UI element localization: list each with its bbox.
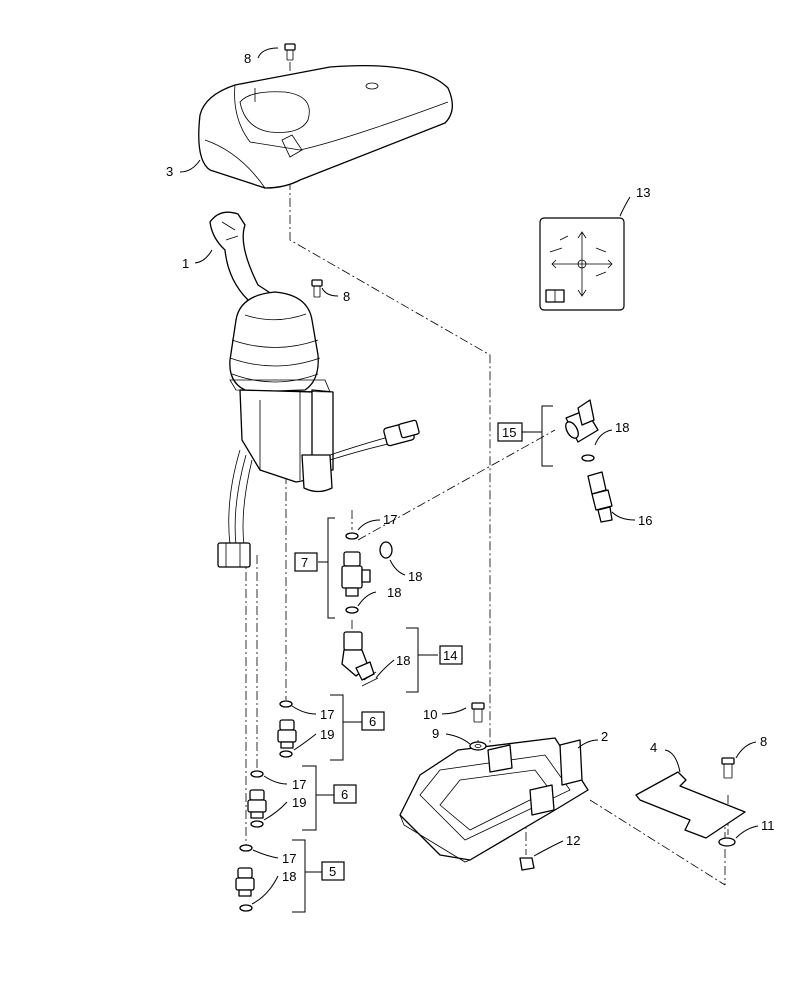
- group-bracket-14: [406, 627, 463, 693]
- callout-6-upper: 6: [369, 714, 376, 729]
- callout-18-fitting: 18: [615, 420, 629, 435]
- callout-7: 7: [301, 555, 308, 570]
- part-valve-upper: [277, 719, 297, 749]
- group-bracket-6-lower: [302, 765, 357, 831]
- callout-3: 3: [166, 164, 173, 179]
- callout-14: 14: [443, 648, 457, 663]
- leader-lines: [179, 47, 759, 905]
- part-valve-middle: [247, 789, 267, 819]
- callout-18-elbow: 18: [396, 653, 410, 668]
- callout-10: 10: [423, 707, 437, 722]
- group-bracket-7: [294, 517, 335, 619]
- callout-8-right: 8: [760, 734, 767, 749]
- part-mounting-bracket: [399, 737, 589, 863]
- part-decal: [539, 217, 625, 311]
- part-cover: [198, 64, 453, 189]
- callout-18-tee-bottom: 18: [387, 585, 401, 600]
- callout-17-valve-lower: 17: [282, 851, 296, 866]
- part-adapter: [587, 471, 613, 523]
- part-plate: [635, 771, 746, 839]
- part-joystick: [209, 211, 420, 568]
- callout-18-tee-side: 18: [408, 569, 422, 584]
- group-bracket-15: [497, 405, 553, 467]
- callout-8-top: 8: [244, 51, 251, 66]
- callout-6-lower: 6: [341, 787, 348, 802]
- callout-labels: 8 3 1 8 13 15 18 16 17 7 18 18 18 14 17 …: [166, 51, 775, 884]
- part-screw-right: [721, 757, 735, 779]
- part-washer-11: [718, 837, 736, 847]
- callout-17-valve-upper: 17: [320, 707, 334, 722]
- callout-9: 9: [432, 726, 439, 741]
- part-valve-lower: [235, 867, 255, 897]
- part-screw-top: [284, 43, 296, 61]
- part-tee-fitting: [341, 551, 371, 597]
- callout-19-lower: 19: [292, 795, 306, 810]
- callout-8-middle: 8: [343, 289, 350, 304]
- callout-18-valve-lower: 18: [282, 869, 296, 884]
- part-elbow-fitting: [565, 399, 599, 443]
- part-nut: [519, 857, 535, 871]
- callout-17-tee: 17: [383, 512, 397, 527]
- callout-17-valve-middle: 17: [292, 777, 306, 792]
- callout-15: 15: [502, 425, 516, 440]
- callout-13: 13: [636, 185, 650, 200]
- callout-4: 4: [650, 740, 657, 755]
- part-screw-middle: [311, 279, 323, 298]
- callout-1: 1: [182, 256, 189, 271]
- callout-19-upper: 19: [320, 727, 334, 742]
- group-bracket-6-upper: [330, 694, 385, 761]
- group-bracket-5: [292, 839, 345, 913]
- part-washer-9: [469, 741, 487, 751]
- callout-11: 11: [761, 818, 775, 833]
- part-o-rings: [239, 454, 595, 912]
- part-screw-10: [471, 702, 485, 723]
- callout-2: 2: [601, 729, 608, 744]
- callout-16: 16: [638, 513, 652, 528]
- part-elbow-45: [341, 631, 379, 687]
- callout-5: 5: [329, 864, 336, 879]
- callout-12: 12: [566, 833, 580, 848]
